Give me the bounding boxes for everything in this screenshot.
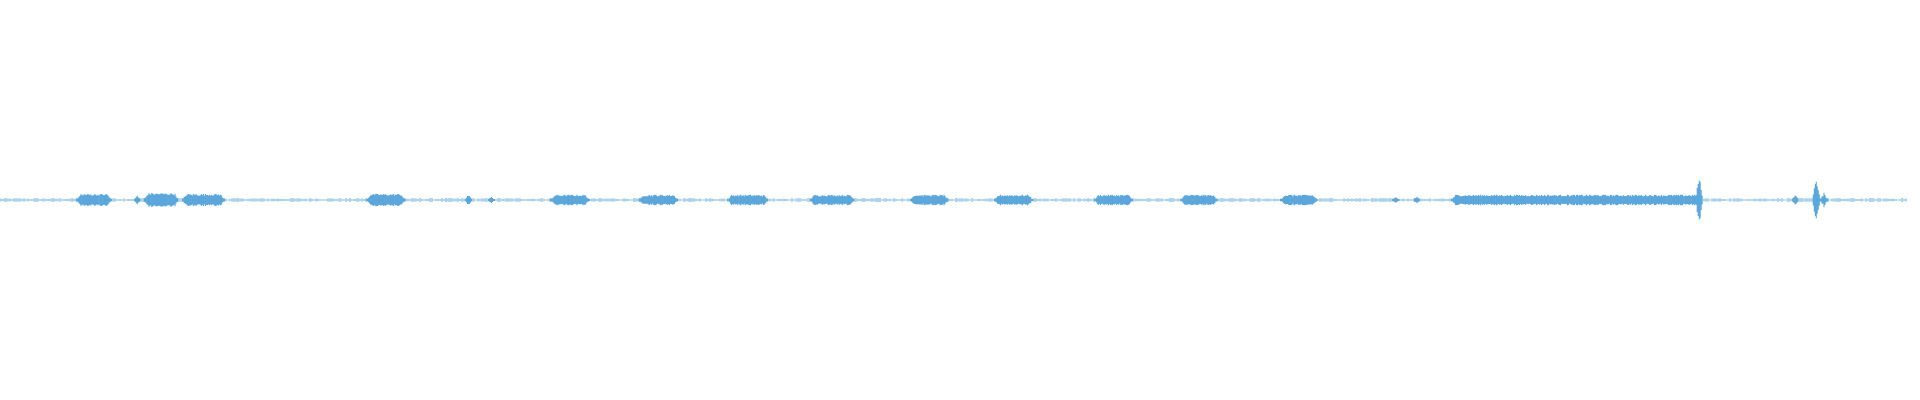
waveform-segment — [76, 194, 112, 206]
waveform-spike — [1413, 196, 1421, 204]
waveform-segment — [1280, 194, 1318, 206]
waveform-segment — [366, 193, 406, 207]
waveform-spike — [1392, 197, 1400, 203]
waveform-segment — [638, 194, 678, 206]
waveform-segment — [809, 194, 855, 206]
waveform-spike — [465, 195, 472, 205]
waveform-spike — [133, 195, 141, 205]
waveform-segment — [1093, 194, 1133, 206]
waveform-spike — [1791, 195, 1799, 205]
waveform-segment — [727, 194, 769, 206]
waveform-segment — [181, 193, 225, 207]
waveform-segment — [550, 194, 590, 206]
waveform-spike — [488, 197, 495, 203]
waveform-segment — [909, 194, 949, 206]
waveform-segment — [1450, 194, 1700, 206]
waveform-spike — [1812, 181, 1820, 219]
waveform-spike — [1820, 192, 1828, 208]
waveform-spike — [1695, 180, 1703, 220]
waveform-spike — [148, 193, 156, 207]
waveform-segment — [1180, 194, 1218, 206]
waveform-segment — [994, 194, 1034, 206]
